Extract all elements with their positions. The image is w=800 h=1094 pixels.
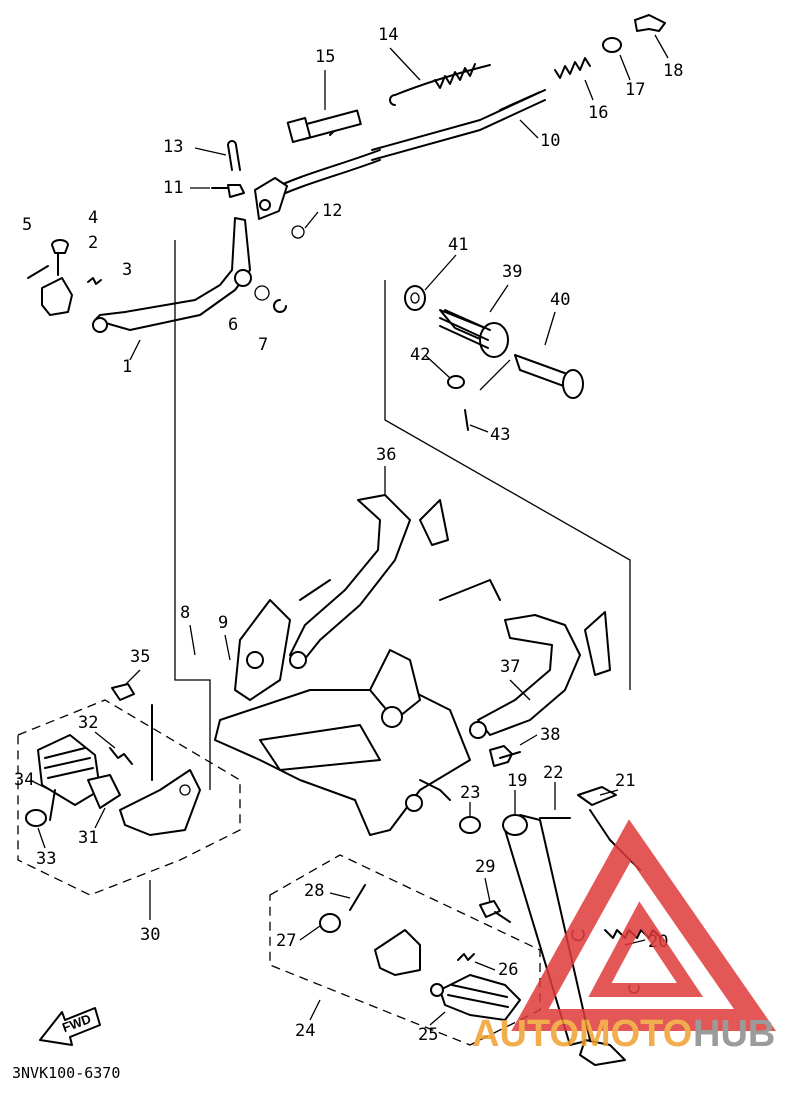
part-label-2: 2 (88, 233, 98, 253)
part-label-39: 39 (502, 262, 522, 282)
logo-word-automoto: AUTOMOTO (472, 1013, 692, 1055)
part-label-26: 26 (498, 960, 518, 980)
leader-line-pedal (174, 240, 211, 790)
part-label-16: 16 (588, 103, 608, 123)
part-label-10: 10 (540, 131, 560, 151)
footrest-passenger-assembly (404, 285, 584, 431)
part-label-15: 15 (315, 47, 335, 67)
part-label-23: 23 (460, 783, 480, 803)
part-label-42: 42 (410, 345, 430, 365)
part-label-6: 6 (228, 315, 238, 335)
part-label-40: 40 (550, 290, 570, 310)
part-label-31: 31 (78, 828, 98, 848)
part-label-21: 21 (615, 771, 635, 791)
part-label-36: 36 (376, 445, 396, 465)
part-label-38: 38 (540, 725, 560, 745)
logo-triangle-inner (588, 901, 704, 997)
part-label-27: 27 (276, 931, 296, 951)
part-label-13: 13 (163, 137, 183, 157)
part-label-12: 12 (322, 201, 342, 221)
part-label-22: 22 (543, 763, 563, 783)
part-label-41: 41 (448, 235, 468, 255)
part-label-8: 8 (180, 603, 190, 623)
logo-triangle-outer (511, 819, 777, 1031)
logo-word-hub: HUB (693, 1013, 775, 1055)
part-label-11: 11 (163, 178, 183, 198)
label-leaders (29, 34, 669, 1026)
part-label-14: 14 (378, 25, 398, 45)
brake-cable-assembly (211, 14, 666, 239)
part-label-7: 7 (258, 335, 268, 355)
fwd-arrow-icon: FWD (39, 1007, 101, 1046)
part-label-5: 5 (22, 215, 32, 235)
part-label-28: 28 (304, 881, 324, 901)
brake-pedal-assembly (27, 217, 287, 333)
part-label-33: 33 (36, 849, 56, 869)
part-label-19: 19 (507, 771, 527, 791)
part-label-17: 17 (625, 80, 645, 100)
frame-assembly (214, 494, 611, 836)
part-label-25: 25 (418, 1025, 438, 1045)
sidestand-assembly (459, 786, 662, 1066)
part-label-4: 4 (88, 208, 98, 228)
part-label-37: 37 (500, 657, 520, 677)
part-labels: 1 2 3 4 5 6 7 8 9 10 11 12 13 14 15 16 1… (14, 25, 683, 1045)
part-label-9: 9 (218, 613, 228, 633)
part-label-35: 35 (130, 647, 150, 667)
leader-line-footrest (384, 280, 631, 690)
part-label-32: 32 (78, 713, 98, 733)
part-label-43: 43 (490, 425, 510, 445)
catalog-code: 3NVK100-6370 (12, 1064, 120, 1082)
part-label-29: 29 (475, 857, 495, 877)
footrest-rider-assembly (17, 683, 241, 896)
part-label-18: 18 (663, 61, 683, 81)
part-label-24: 24 (295, 1021, 315, 1041)
part-label-3: 3 (122, 260, 132, 280)
part-label-34: 34 (14, 770, 34, 790)
part-label-1: 1 (122, 357, 132, 377)
automotohub-logo: AUTOMOTO HUB (472, 819, 777, 1055)
part-label-30: 30 (140, 925, 160, 945)
